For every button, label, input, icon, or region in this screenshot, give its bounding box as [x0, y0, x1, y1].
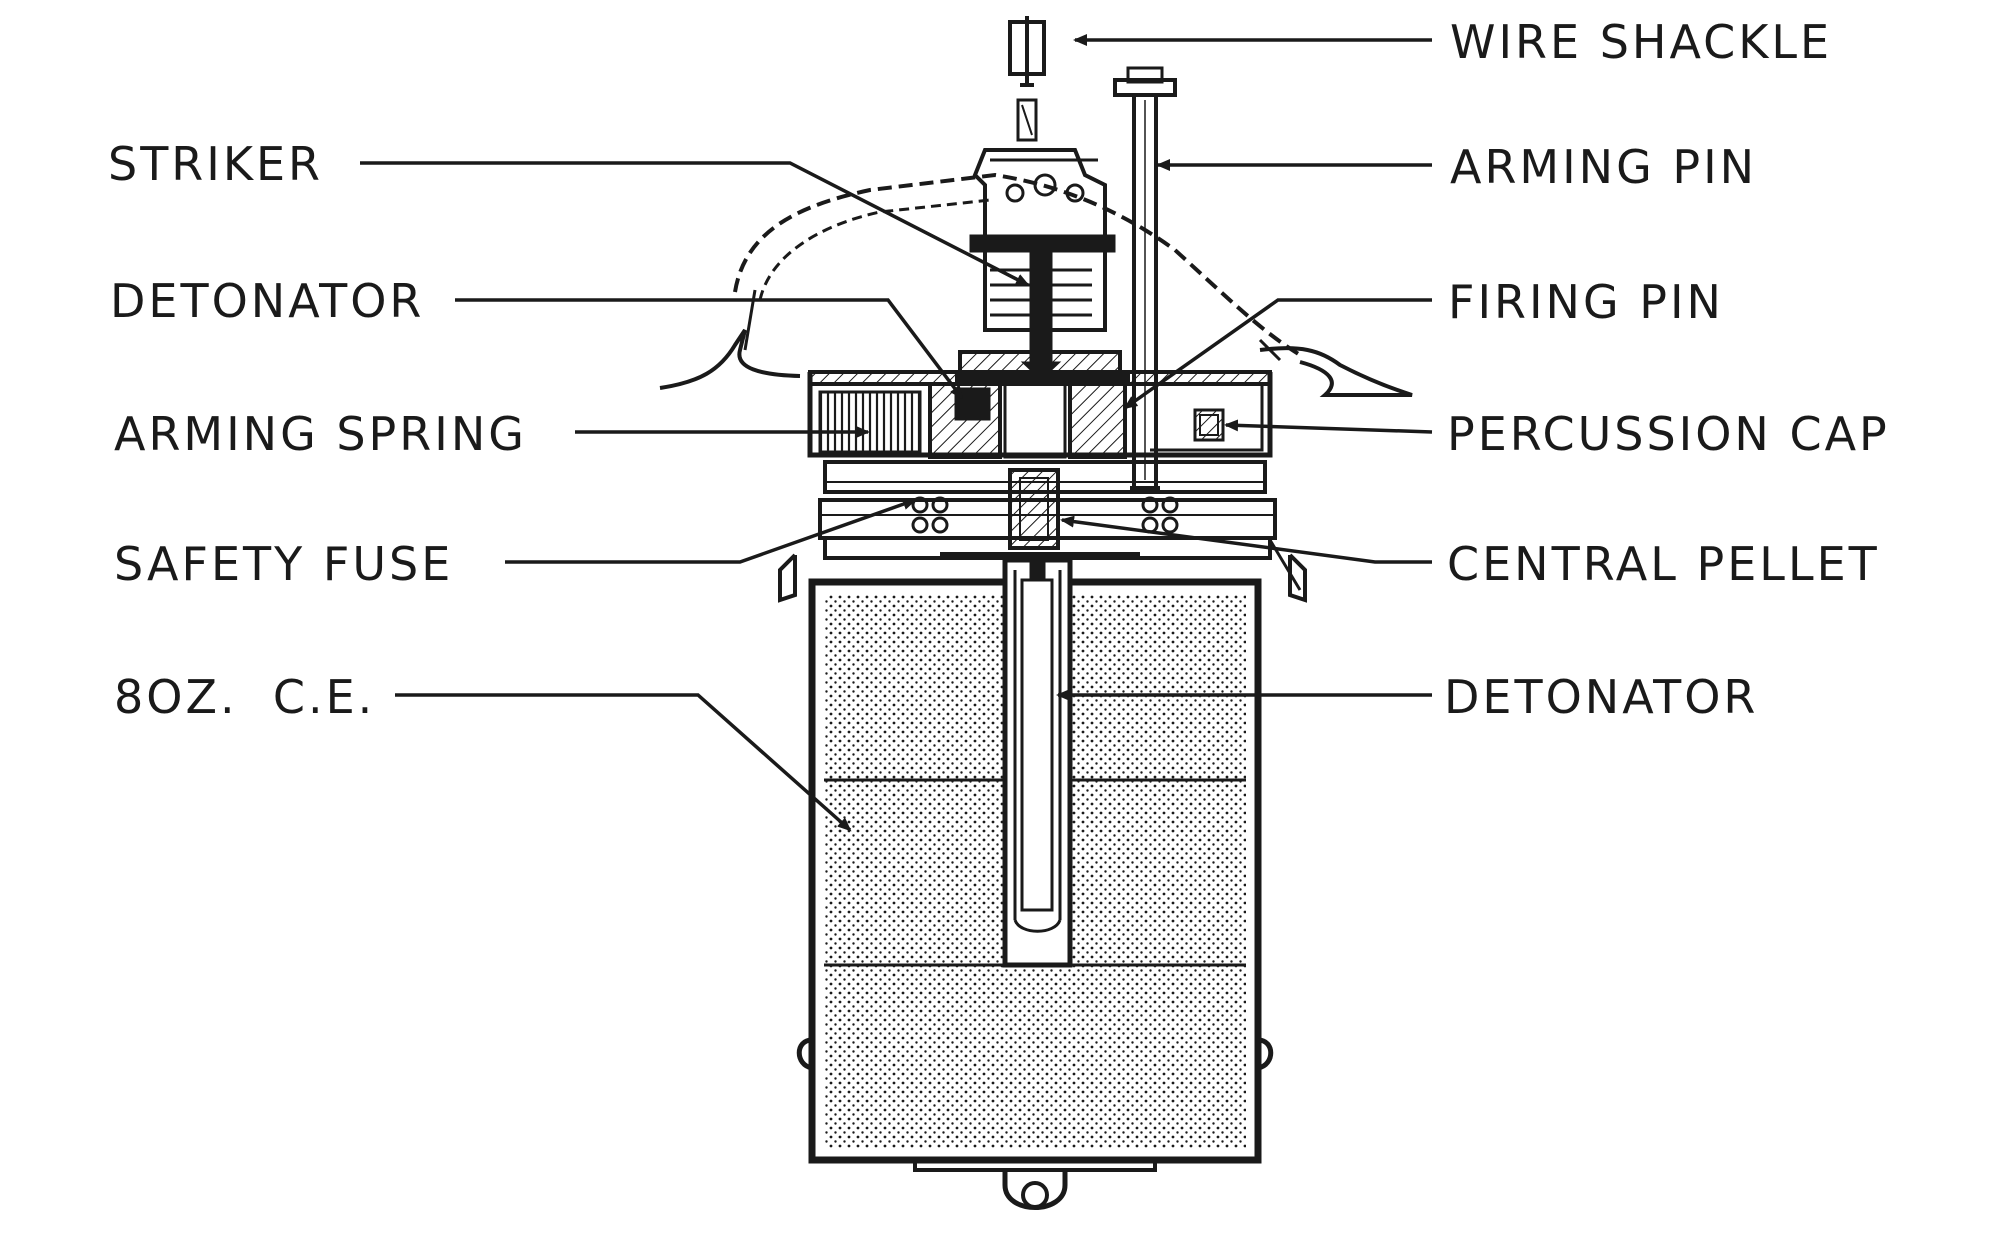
hood-brim-left: [659, 328, 801, 390]
leader-safety-fuse: [505, 498, 917, 564]
label-detonator-lower: DETONATOR: [1444, 670, 1758, 724]
striker-head: [969, 234, 1116, 253]
safety-fuse-part: [911, 496, 1179, 534]
wire-shackle-part: [1008, 16, 1046, 142]
striker-stem: [1029, 251, 1053, 363]
device-body: [659, 16, 1413, 1210]
label-striker: STRIKER: [108, 137, 323, 191]
leader-detonator-upper: [455, 298, 964, 400]
central-pellet-part: [1008, 468, 1060, 550]
upper-housing: [807, 372, 1273, 458]
leader-charge: [395, 693, 852, 832]
label-arming-spring: ARMING SPRING: [114, 407, 527, 461]
label-safety-fuse: SAFETY FUSE: [114, 537, 453, 591]
label-detonator-upper: DETONATOR: [110, 274, 424, 328]
leader-striker: [360, 161, 1030, 287]
arming-spring-coil: [818, 390, 922, 454]
leader-central-pellet: [1060, 515, 1432, 564]
striker-housing: [972, 148, 1107, 332]
arming-pin-head: [1113, 78, 1177, 97]
left-labels: STRIKER DETONATOR ARMING SPRING SAFETY F…: [108, 137, 527, 724]
hood-outline: [733, 172, 1302, 357]
hood-brim-right: [1259, 346, 1413, 397]
bottom-lug: [913, 1160, 1157, 1172]
label-percussion-cap: PERCUSSION CAP: [1447, 407, 1890, 461]
label-wire-shackle: WIRE SHACKLE: [1450, 15, 1832, 69]
label-firing-pin: FIRING PIN: [1448, 275, 1724, 329]
container-flange: [778, 553, 1307, 603]
hood-inner: [758, 198, 991, 301]
right-labels: WIRE SHACKLE ARMING PIN FIRING PIN PERCU…: [1444, 15, 1890, 724]
leader-firing-pin: [1123, 298, 1432, 410]
label-central-pellet: CENTRAL PELLET: [1447, 537, 1880, 591]
callout-lines: [360, 34, 1433, 832]
label-charge: 8OZ. C.E.: [114, 670, 375, 724]
leader-percussion-cap: [1224, 419, 1433, 434]
label-arming-pin: ARMING PIN: [1450, 140, 1757, 194]
